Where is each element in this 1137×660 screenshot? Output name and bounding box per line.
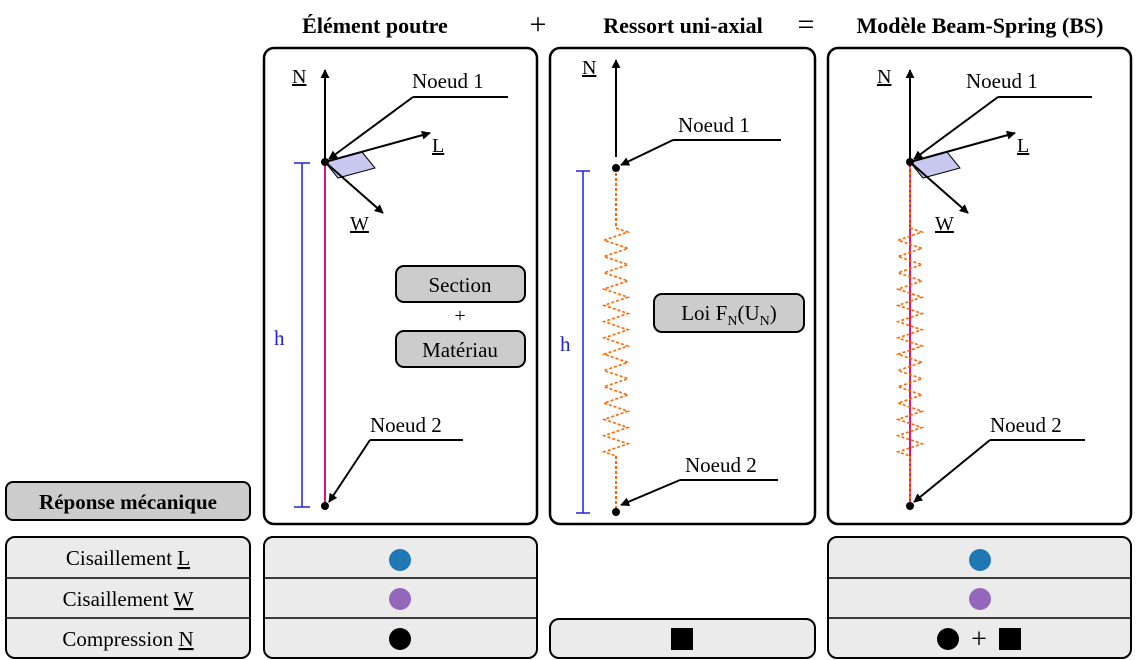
compression-circle-marker [937,628,959,650]
beam-element-title: Élément poutre [302,13,448,38]
section-label: Section [429,273,492,297]
node1-point [906,158,914,166]
response-header-box [5,481,251,521]
row-labels-column [5,536,251,659]
spring-panel: N Noeud 1 h Noeud 2 Loi FN(UN) [548,46,817,526]
w-axis-label: W [350,213,369,235]
node2-pointer-arrow [620,479,681,506]
shear-w-marker [969,588,991,610]
n-axis-label: N [877,66,891,88]
beam-panel: N L W Noeud 1 h Noeud 2 Section + Matéri… [262,46,539,526]
row-label-shear-l: Cisaillement L [66,546,190,570]
node2-pointer-arrow [913,439,991,503]
section-callout [395,265,526,303]
beam-spring-model-title: Modèle Beam-Spring (BS) [857,13,1104,38]
compression-square-marker [671,628,693,650]
node1-point [612,164,620,172]
equals-operator: = [798,8,815,41]
l-axis-label: L [432,135,444,157]
n-axis-label: N [582,57,596,79]
height-label: h [560,332,571,356]
row-label-compression-n: Compression N [62,627,193,651]
spring-element-title: Ressort uni-axial [603,13,763,38]
compression-square-marker [999,628,1021,650]
height-label: h [274,326,285,350]
bs-panel-frame [826,46,1133,526]
node1-pointer-arrow [913,96,999,160]
l-axis-label: L [1017,135,1029,157]
shear-l-marker [389,549,411,571]
node2-pointer-arrow [328,439,371,503]
material-label: Matériau [422,338,498,362]
l-axis-arrow [324,130,431,163]
node1-label: Noeud 1 [966,69,1038,93]
spring-law-label: Loi FN(UN) [681,301,777,329]
node1-point [321,158,329,166]
mechanical-response-table: Réponse mécanique Cisaillement L Cisaill… [5,481,1132,659]
w-axis-arrow [324,161,384,214]
node2-point [906,502,914,510]
w-axis-label: W [935,213,954,235]
response-header-label: Réponse mécanique [39,490,217,514]
row-label-shear-w: Cisaillement W [63,587,194,611]
shear-w-marker [389,588,411,610]
node2-point [612,508,620,516]
node1-pointer-arrow [620,139,674,166]
node1-label: Noeud 1 [678,113,750,137]
section-material-plus: + [454,305,465,327]
node2-label: Noeud 2 [990,413,1062,437]
l-axis-arrow [909,130,1016,163]
w-axis-arrow [909,161,969,214]
shear-l-marker [969,549,991,571]
material-callout [395,330,526,368]
node2-label: Noeud 2 [370,413,442,437]
node1-pointer-arrow [328,96,414,160]
combined-plus: + [971,624,987,655]
plus-operator: + [530,8,547,41]
compression-circle-marker [389,628,411,650]
node1-label: Noeud 1 [412,69,484,93]
spring-law-callout [653,293,805,333]
node2-label: Noeud 2 [685,453,757,477]
beam-spring-panel: N L W Noeud 1 Noeud 2 [826,46,1133,526]
n-axis-label: N [292,66,306,88]
node2-point [321,502,329,510]
